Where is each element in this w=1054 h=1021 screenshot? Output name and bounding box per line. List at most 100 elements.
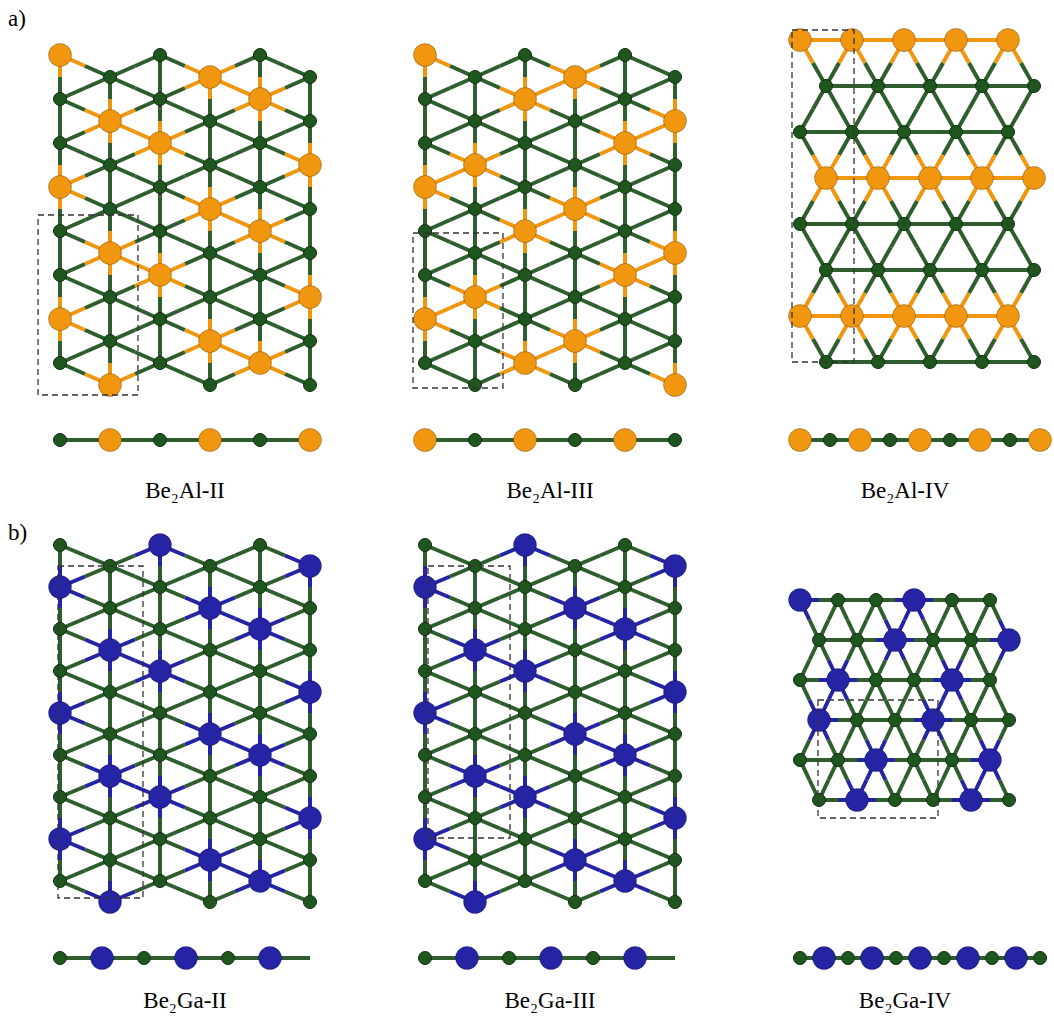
be-atom bbox=[519, 875, 532, 888]
be-atom bbox=[54, 791, 67, 804]
metal-atom bbox=[299, 555, 322, 578]
metal-atom bbox=[903, 589, 926, 612]
be-atom bbox=[104, 203, 117, 216]
metal-atom bbox=[861, 947, 884, 970]
metal-atom bbox=[149, 534, 172, 557]
be-atom bbox=[304, 770, 317, 783]
metal-atom bbox=[249, 870, 272, 893]
be-atom bbox=[569, 115, 582, 128]
metal-atom bbox=[99, 891, 122, 914]
be-atom bbox=[1028, 264, 1041, 277]
structure-name: Be₂Al-IV bbox=[861, 478, 950, 504]
be-atom bbox=[154, 749, 167, 762]
structure-name: Be₂Al-II bbox=[145, 478, 225, 504]
be-atom bbox=[519, 581, 532, 594]
be-atom bbox=[419, 93, 432, 106]
panel-label: a) bbox=[8, 6, 26, 32]
metal-atom bbox=[464, 765, 487, 788]
be-atom bbox=[950, 218, 963, 231]
metal-atom bbox=[199, 723, 222, 746]
metal-atom bbox=[414, 702, 437, 725]
metal-atom bbox=[813, 947, 836, 970]
structure-name: Be₂Al-III bbox=[506, 478, 593, 504]
structure-name: Be₂Ga-III bbox=[504, 988, 595, 1014]
be-atom bbox=[619, 93, 632, 106]
be-atom bbox=[54, 539, 67, 552]
metal-atom bbox=[865, 749, 888, 772]
metal-atom bbox=[149, 786, 172, 809]
metal-atom bbox=[564, 597, 587, 620]
be-atom bbox=[889, 794, 902, 807]
unit-cell bbox=[792, 30, 854, 362]
be-atom bbox=[469, 203, 482, 216]
be-atom bbox=[104, 602, 117, 615]
be-atom bbox=[984, 594, 997, 607]
be-atom bbox=[1034, 952, 1047, 965]
be-atom bbox=[619, 581, 632, 594]
be-atom bbox=[619, 539, 632, 552]
be-atom bbox=[254, 539, 267, 552]
be-atom bbox=[469, 115, 482, 128]
be-atom bbox=[104, 159, 117, 172]
be-atom bbox=[944, 434, 957, 447]
metal-atom bbox=[564, 198, 587, 221]
be-atom bbox=[976, 264, 989, 277]
metal-atom bbox=[199, 849, 222, 872]
metal-atom bbox=[414, 828, 437, 851]
be-atom bbox=[976, 80, 989, 93]
be-atom bbox=[469, 854, 482, 867]
be-atom bbox=[872, 356, 885, 369]
metal-atom bbox=[99, 242, 122, 265]
be-atom bbox=[254, 181, 267, 194]
be-atom bbox=[619, 313, 632, 326]
be-atom bbox=[254, 269, 267, 282]
be-atom bbox=[986, 952, 999, 965]
be-atom bbox=[419, 269, 432, 282]
be-atom bbox=[832, 754, 845, 767]
be-atom bbox=[419, 539, 432, 552]
be-atom bbox=[204, 896, 217, 909]
be-atom bbox=[820, 264, 833, 277]
be-atom bbox=[104, 71, 117, 84]
be-atom bbox=[304, 728, 317, 741]
be-atom bbox=[204, 686, 217, 699]
metal-atom bbox=[614, 744, 637, 767]
metal-atom bbox=[99, 374, 122, 397]
be-atom bbox=[619, 833, 632, 846]
be-atom bbox=[669, 291, 682, 304]
metal-atom bbox=[149, 264, 172, 287]
be-atom bbox=[813, 794, 826, 807]
be-atom bbox=[820, 80, 833, 93]
metal-atom bbox=[789, 29, 812, 52]
be-atom bbox=[1028, 80, 1041, 93]
be-atom bbox=[204, 115, 217, 128]
be-atom bbox=[619, 707, 632, 720]
metal-atom bbox=[199, 66, 222, 89]
be-atom bbox=[889, 714, 902, 727]
metal-atom bbox=[664, 242, 687, 265]
be-atom bbox=[254, 49, 267, 62]
be-atom bbox=[304, 335, 317, 348]
metal-atom bbox=[624, 947, 647, 970]
metal-atom bbox=[564, 330, 587, 353]
be-atom bbox=[569, 291, 582, 304]
metal-atom bbox=[49, 44, 72, 67]
be-atom bbox=[154, 49, 167, 62]
metal-atom bbox=[564, 849, 587, 872]
be-atom bbox=[851, 634, 864, 647]
be-atom bbox=[519, 269, 532, 282]
metal-atom bbox=[827, 669, 850, 692]
be-atom bbox=[890, 952, 903, 965]
metal-atom bbox=[414, 176, 437, 199]
be-atom bbox=[419, 137, 432, 150]
be-atom bbox=[619, 357, 632, 370]
be-atom bbox=[304, 644, 317, 657]
be-atom bbox=[254, 137, 267, 150]
metal-atom bbox=[614, 429, 637, 452]
metal-atom bbox=[849, 429, 872, 452]
be-atom bbox=[842, 952, 855, 965]
metal-atom bbox=[199, 198, 222, 221]
be-atom bbox=[519, 313, 532, 326]
metal-atom bbox=[199, 597, 222, 620]
